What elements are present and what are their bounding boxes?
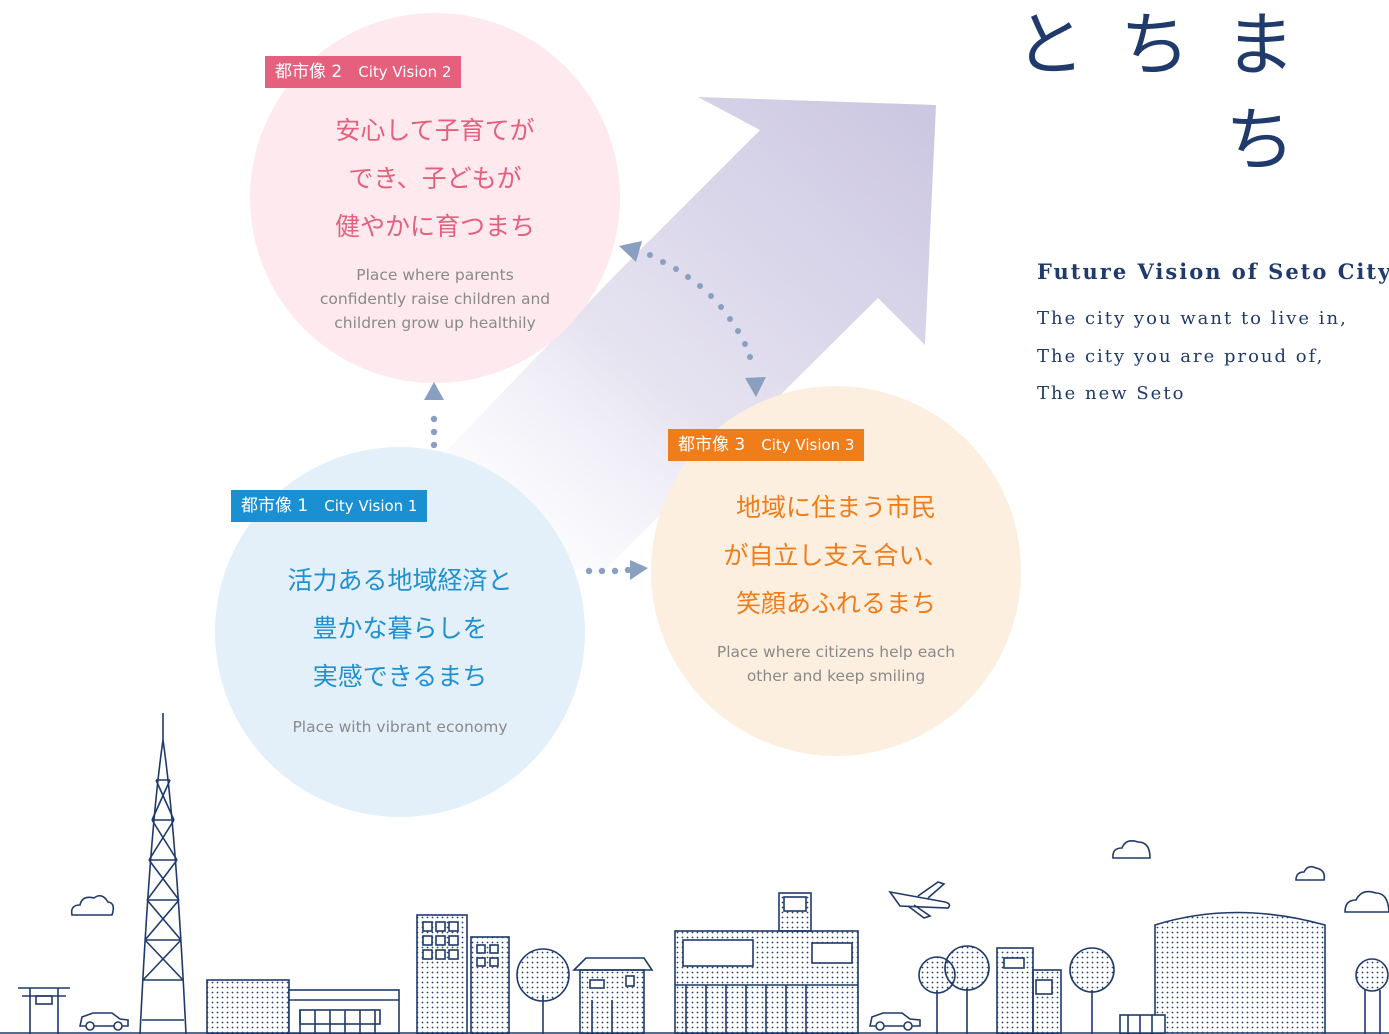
vision-3-title: 地域に住まう市民 が自立し支え合い、 笑顔あふれるまち <box>651 484 1021 628</box>
vision-3-desc-line: Place where citizens help each <box>716 643 956 661</box>
vision-1-tag-en: City Vision 1 <box>324 497 418 515</box>
car-icon <box>869 1012 921 1031</box>
building-icon <box>1119 911 1326 1034</box>
cloud-icon <box>1344 890 1389 913</box>
vertical-title-char: と <box>1015 4 1085 86</box>
city-hall-icon <box>674 892 859 1034</box>
airplane-icon <box>888 881 951 919</box>
vision-1-tag: 都市像 1 City Vision 1 <box>231 490 428 522</box>
vision-2-tag-jp: 都市像 2 <box>275 62 343 82</box>
vision-2-desc-line: children grow up healthily <box>334 314 536 332</box>
vision-3-title-line: 笑顔あふれるまち <box>735 589 936 618</box>
windows-icon <box>422 921 459 960</box>
cloud-icon <box>70 894 115 916</box>
vision-3-desc-line: other and keep smiling <box>746 667 926 685</box>
vision-2-tag-en: City Vision 2 <box>358 63 452 81</box>
vision-3-desc: Place where citizens help each other and… <box>651 640 1021 688</box>
building-icon <box>572 957 654 1034</box>
vision-1-title-line: 豊かな暮らしを <box>312 614 488 643</box>
building-icon <box>288 989 400 1034</box>
vision-2-title: 安心して子育てが でき、子どもが 健やかに育つまち <box>250 107 620 251</box>
vision-3-tag-jp: 都市像 3 <box>678 435 746 455</box>
cloud-icon <box>1112 840 1151 859</box>
future-vision-line: The city you are proud of, <box>1037 346 1325 367</box>
car-icon <box>79 1012 129 1031</box>
tree-icon <box>1069 947 1115 1034</box>
vision-3-tag-en: City Vision 3 <box>761 436 855 454</box>
tree-icon <box>918 945 990 1034</box>
vision-3-tag: 都市像 3 City Vision 3 <box>668 429 865 461</box>
future-vision-line: The city you want to live in, <box>1037 308 1348 329</box>
cloud-icon <box>1295 865 1326 881</box>
vision-1-desc: Place with vibrant economy <box>215 715 585 739</box>
vision-2-tag: 都市像 2 City Vision 2 <box>265 56 462 88</box>
vision-2-title-line: 安心して子育てが <box>335 116 535 145</box>
vertical-title-char: ち <box>1225 99 1295 181</box>
vision-1-desc-line: Place with vibrant economy <box>292 718 508 736</box>
torii-icon <box>18 987 70 1034</box>
vision-2-title-line: でき、子どもが <box>348 164 522 193</box>
vision-2-title-line: 健やかに育つまち <box>334 212 535 241</box>
vision-3-title-line: 地域に住まう市民 <box>735 493 936 522</box>
vision-1-tag-jp: 都市像 1 <box>241 496 309 516</box>
vision-1-title-line: 実感できるまち <box>312 662 488 691</box>
tree-icon <box>516 948 570 1034</box>
tree-icon <box>1355 958 1389 1034</box>
arrow-shape <box>380 97 936 575</box>
vision-3-title-line: が自立し支え合い、 <box>723 541 949 570</box>
vision-2-desc-line: Place where parents <box>356 266 514 284</box>
vision-2-desc-line: confidently raise children and <box>319 290 551 308</box>
vision-2-desc: Place where parents confidently raise ch… <box>250 263 620 335</box>
future-vision-title: Future Vision of Seto City <box>1037 259 1389 284</box>
building-icon <box>416 914 468 1034</box>
future-vision-line: The new Seto <box>1037 383 1186 404</box>
windows-icon <box>476 944 499 967</box>
building-icon <box>996 947 1062 1034</box>
vision-1-title-line: 活力ある地域経済と <box>287 566 513 595</box>
tower-icon <box>139 713 187 1034</box>
vertical-title-char: ち <box>1120 4 1190 86</box>
building-icon <box>206 979 290 1034</box>
vision-1-title: 活力ある地域経済と 豊かな暮らしを 実感できるまち <box>215 557 585 701</box>
vertical-title-char: ま <box>1225 4 1295 86</box>
